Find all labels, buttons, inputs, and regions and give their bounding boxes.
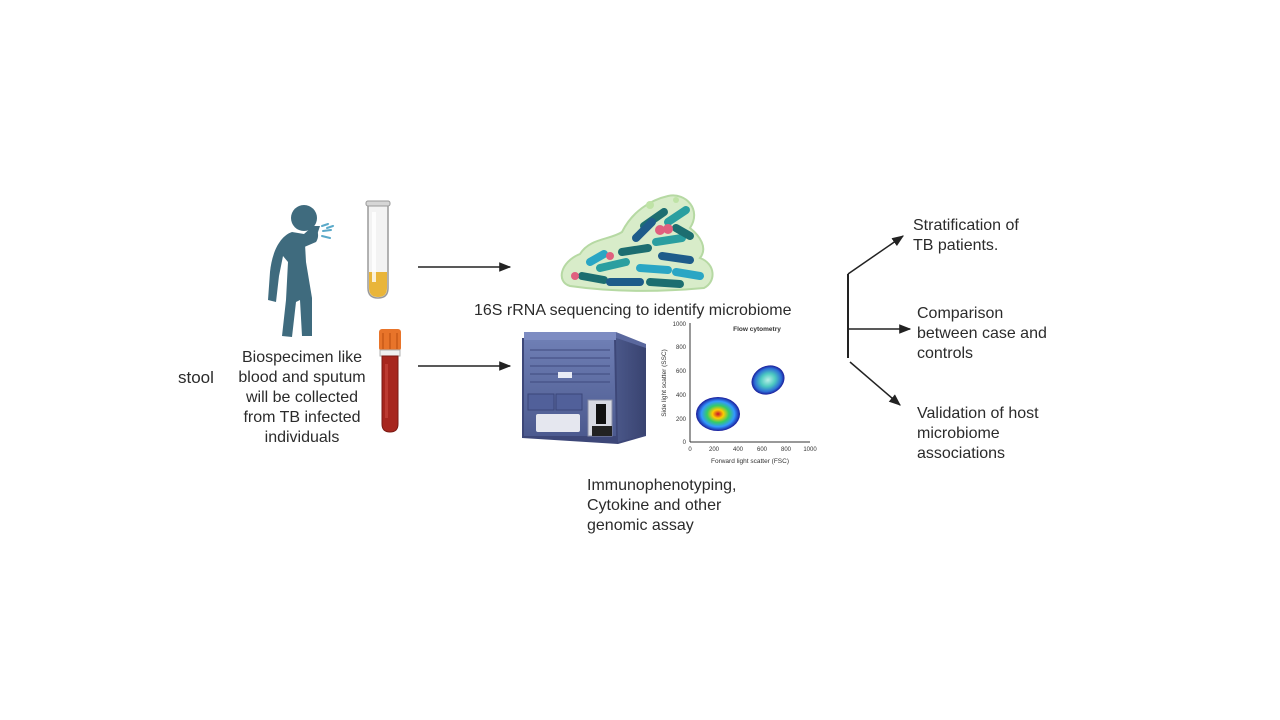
outcome-validation-line-1: Validation of host: [917, 405, 1039, 422]
outcome-comparison-line-3: controls: [917, 345, 974, 362]
coughing-person-icon: [268, 205, 334, 337]
outcome-comparison: Comparison between case and controls: [917, 304, 1047, 364]
arrow-to-stratification: [847, 235, 904, 275]
arrow-to-validation: [849, 361, 901, 406]
sputum-tube-icon: [365, 200, 391, 299]
assay-line-3: genomic assay: [587, 517, 694, 534]
ytick-600: 600: [676, 369, 687, 375]
outcome-stratification-line-1: Stratification of: [913, 217, 1019, 234]
plot-title: Flow cytometry: [733, 326, 781, 333]
xtick-800: 800: [781, 447, 792, 453]
xtick-400: 400: [733, 447, 744, 453]
plot-x-ticks: 0 200 400 600 800 1000: [688, 447, 817, 453]
biospecimen-line-3: will be collected: [245, 389, 359, 406]
plot-y-ticks: 0 200 400 600 800 1000: [673, 322, 687, 446]
assay-text: Immunophenotyping, Cytokine and other ge…: [587, 476, 736, 536]
assay-line-1: Immunophenotyping,: [587, 477, 737, 494]
biospecimen-line-1: Biospecimen like: [241, 349, 363, 366]
biospecimen-line-5: individuals: [264, 429, 340, 446]
plot-population-lymphocytes: [696, 397, 740, 431]
xtick-1000: 1000: [803, 447, 817, 453]
ytick-1000: 1000: [673, 322, 687, 328]
xtick-0: 0: [688, 447, 692, 453]
outcome-stratification-line-2: TB patients.: [913, 237, 999, 254]
outcome-validation-line-2: microbiome: [917, 425, 1000, 442]
flow-cytometry-plot: 0 200 400 600 800 1000 0 200 400 600 800…: [661, 322, 817, 465]
outcome-comparison-line-2: between case and: [917, 325, 1047, 342]
outcome-comparison-line-1: Comparison: [917, 305, 1004, 322]
blood-tube-icon: [379, 329, 401, 433]
ytick-200: 200: [676, 417, 687, 423]
xtick-200: 200: [709, 447, 720, 453]
biospecimen-line-2: blood and sputum: [238, 369, 366, 386]
outcome-stratification: Stratification of TB patients.: [913, 216, 1019, 256]
ytick-800: 800: [676, 345, 687, 351]
outcome-branch: [847, 235, 912, 406]
plot-population-granulocytes: [751, 365, 785, 395]
outcome-validation-line-3: associations: [917, 445, 1006, 462]
outcome-validation: Validation of host microbiome associatio…: [917, 404, 1039, 464]
ytick-400: 400: [676, 393, 687, 399]
stool-label: stool: [178, 368, 214, 387]
ytick-0: 0: [683, 440, 687, 446]
assay-line-2: Cytokine and other: [587, 497, 722, 514]
flow-cytometer-icon: [522, 332, 646, 444]
sequencing-label: 16S rRNA sequencing to identify microbio…: [474, 302, 792, 319]
bacteria-cluster-icon: [560, 194, 714, 292]
plot-x-label: Forward light scatter (FSC): [711, 458, 789, 465]
biospecimen-text: Biospecimen like blood and sputum will b…: [226, 348, 378, 448]
biospecimen-line-4: from TB infected: [243, 409, 361, 426]
xtick-600: 600: [757, 447, 768, 453]
plot-y-label: Side light scatter (SSC): [661, 349, 668, 417]
